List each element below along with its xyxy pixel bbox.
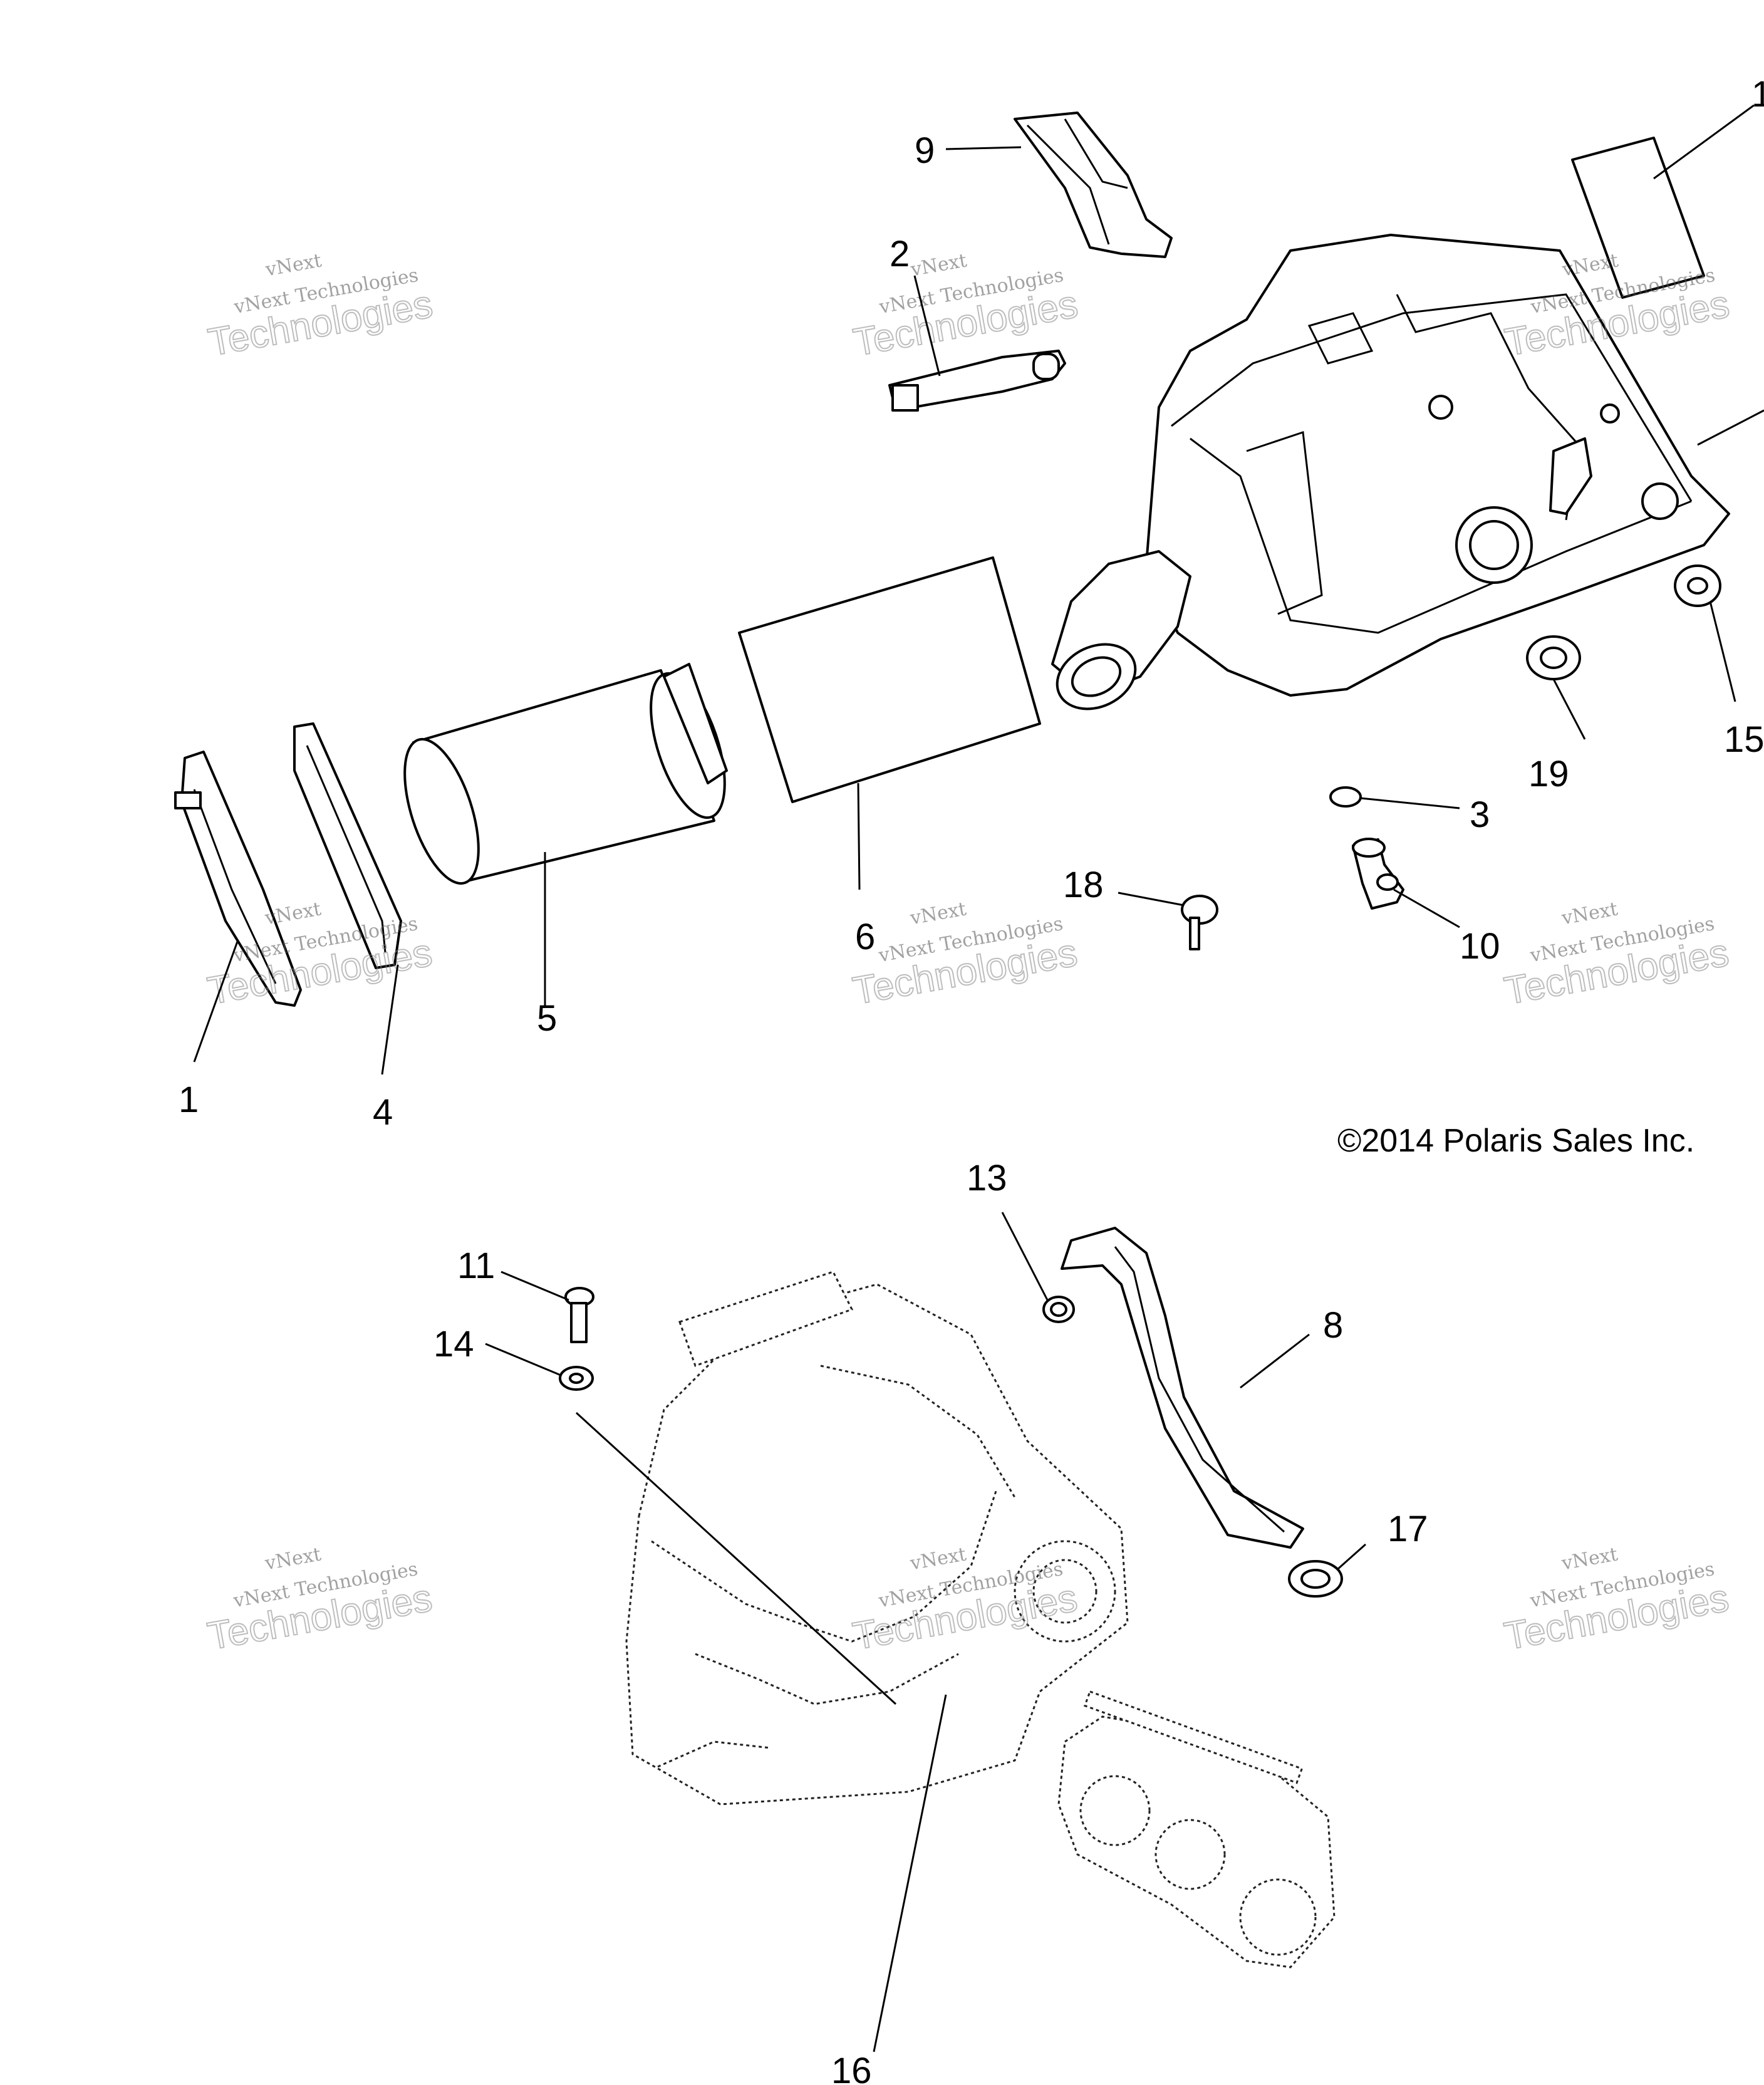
part-10-drain-valve: [1352, 838, 1404, 910]
callout-top-right: 1: [1751, 74, 1764, 115]
callout-13: 13: [967, 1158, 1007, 1198]
callout-14: 14: [433, 1324, 474, 1365]
leader-4: [381, 964, 399, 1075]
part-17-clamp: [1288, 1560, 1343, 1598]
callout-19: 19: [1528, 754, 1569, 794]
part-2-strap: [888, 350, 1066, 412]
callout-2: 2: [890, 234, 910, 274]
svg-text:vNext: vNext: [908, 898, 968, 929]
part-13-clamp: [1042, 1296, 1075, 1323]
part-3-oring: [1329, 786, 1362, 808]
svg-text:vNext: vNext: [263, 1543, 323, 1574]
part-5-cylinder-filter: [403, 663, 728, 885]
leader-3: [1360, 797, 1460, 809]
leader-13: [1001, 1212, 1049, 1301]
watermark-5: vNext vNext Technologies Technologies: [849, 898, 1081, 1013]
leader-15: [1709, 601, 1736, 702]
callout-8: 8: [1323, 1305, 1343, 1346]
callout-4: 4: [373, 1092, 393, 1133]
part-6-filter-wrap: [738, 556, 1041, 803]
leader-6: [857, 783, 861, 890]
leader-14: [485, 1343, 561, 1376]
part-18-clamp: [1181, 895, 1218, 950]
watermark-9: vNext vNext Technologies Technologies: [1500, 1543, 1732, 1658]
callout-15: 15: [1724, 719, 1764, 760]
airbox-housing: [1145, 234, 1764, 697]
leader-8: [1240, 1333, 1310, 1389]
callout-17: 17: [1388, 1509, 1428, 1549]
leader-19: [1552, 679, 1586, 740]
leader-2: [913, 275, 941, 377]
intake-boot: [1051, 550, 1191, 710]
watermark-1: vNext vNext Technologies Technologies: [204, 249, 436, 365]
watermark-7: vNext vNext Technologies Technologies: [204, 1543, 435, 1658]
watermark-6: vNext vNext Technologies Technologies: [1500, 898, 1732, 1013]
callout-18: 18: [1063, 865, 1104, 905]
svg-text:vNext: vNext: [1560, 1543, 1620, 1574]
leader-18: [1118, 892, 1185, 907]
throttle-body-assembly: [1057, 1690, 1336, 1968]
svg-text:vNext: vNext: [263, 898, 323, 929]
engine-reference-outline: [625, 1271, 1129, 1806]
part-9-clip: [1014, 112, 1173, 258]
part-19-grommet: [1526, 635, 1581, 680]
part-14-washer: [559, 1366, 594, 1391]
callout-16: 16: [831, 2051, 872, 2085]
callout-10: 10: [1460, 926, 1500, 967]
copyright-notice: ©2014 Polaris Sales Inc.: [1337, 1123, 1694, 1159]
leader-16: [873, 1694, 947, 2052]
callout-11: 11: [457, 1245, 495, 1286]
callout-1: 1: [179, 1079, 199, 1120]
svg-text:vNext: vNext: [908, 249, 968, 281]
part-top-right-filter: [1571, 104, 1755, 299]
callout-9: 9: [915, 130, 935, 171]
leader-10: [1393, 888, 1460, 928]
callout-3: 3: [1470, 794, 1490, 835]
callout-5: 5: [537, 998, 557, 1039]
leader-1: [193, 939, 239, 1063]
watermark-2: vNext vNext Technologies Technologies: [849, 249, 1081, 365]
part-1-end-cover: [174, 751, 302, 1007]
svg-text:vNext: vNext: [1560, 249, 1620, 281]
part-15-grommet: [1674, 564, 1721, 607]
leader-11: [501, 1271, 569, 1301]
leader-17: [1337, 1543, 1366, 1571]
leader-9: [945, 146, 1022, 150]
part-4-gasket: [293, 722, 402, 969]
svg-text:vNext: vNext: [1560, 898, 1620, 929]
svg-text:vNext: vNext: [263, 249, 323, 281]
callout-6: 6: [855, 917, 875, 957]
part-8-hose: [1061, 1227, 1304, 1549]
part-11-bolt: [564, 1287, 594, 1343]
